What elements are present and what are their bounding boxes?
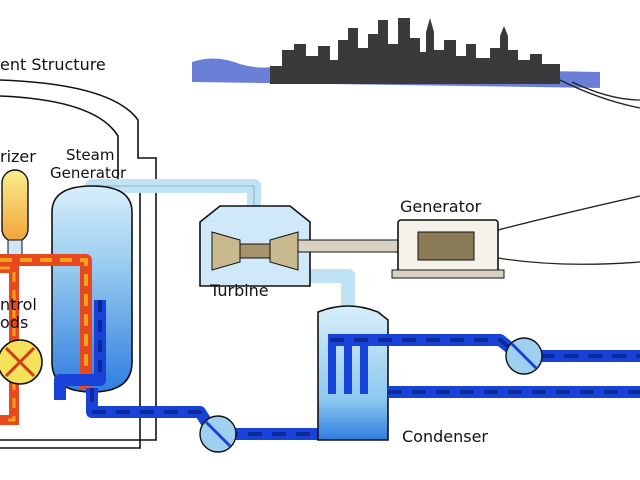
reactor-core [0,339,43,385]
condenser [317,305,389,441]
primary-cold-loop [54,300,106,400]
turbine-label: Turbine [210,281,269,300]
feedwater-loop [86,388,330,440]
generator [391,219,505,279]
containment-structure-label: ent Structure [0,55,106,74]
condenser-label: Condenser [402,427,488,446]
pressurizer-label: rizer [0,147,36,166]
generator-label: Generator [400,197,482,216]
pump-icon [505,337,543,375]
turbine-generator-shaft [297,239,409,253]
control-rods-label-line1: ntrol [0,295,37,314]
city-skyline-icon [192,18,600,88]
generator-rotor-icon [417,231,475,261]
turbine [199,205,311,287]
steam-generator-label-line2: Generator [50,164,127,182]
control-rods-label-line2: ods [0,313,29,332]
steam-generator-label-line1: Steam [66,146,115,164]
pump-icon [199,415,237,453]
turbine-blades-icon [211,231,299,271]
pressurizer [1,169,29,263]
power-line-icon [497,79,640,265]
